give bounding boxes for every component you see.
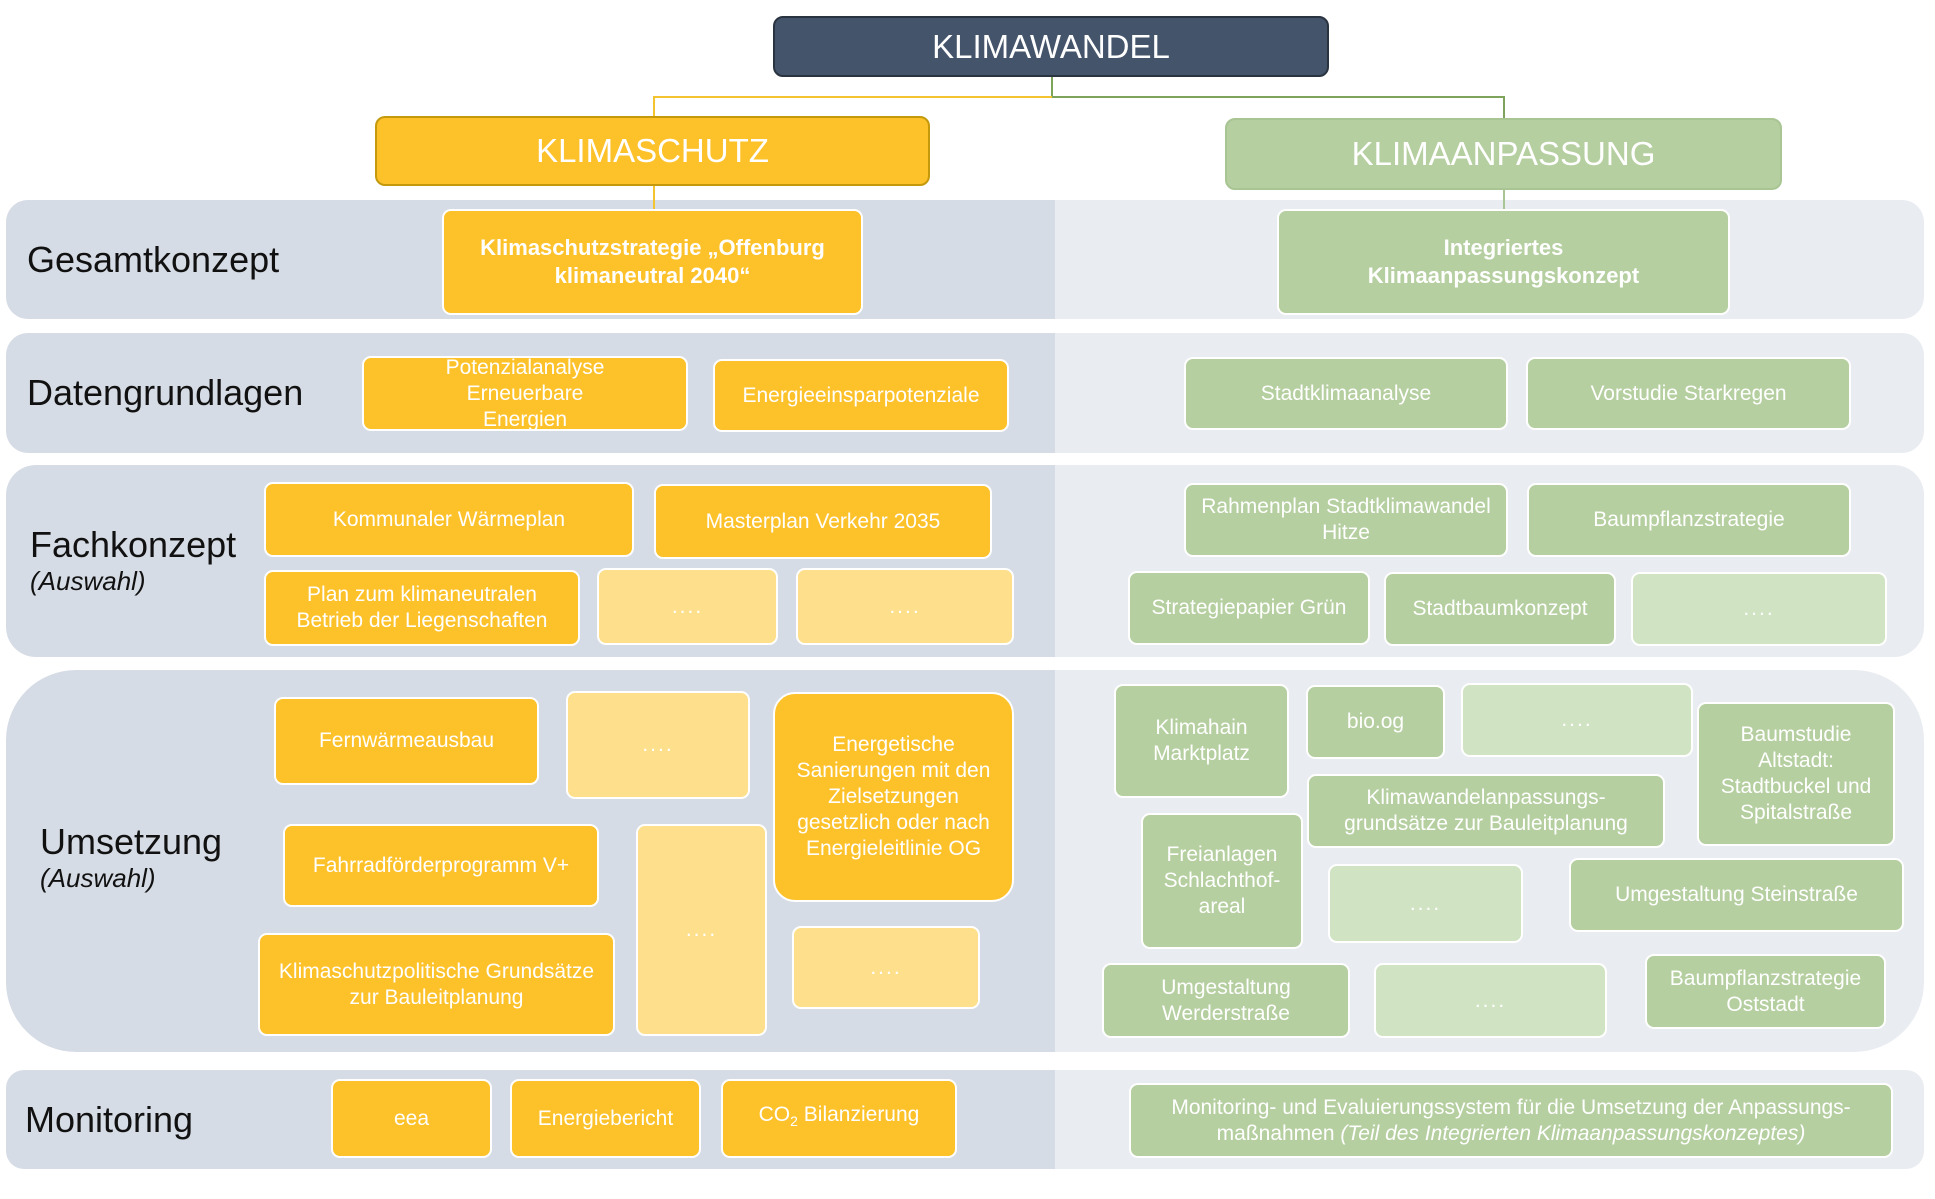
klimawandel-title: KLIMAWANDEL bbox=[932, 27, 1170, 65]
box-fernwaermeausbau: Fernwärmeausbau bbox=[274, 697, 539, 785]
box-freianlagen-schlachthofareal: Freianlagen Schlachthof-areal bbox=[1141, 813, 1303, 949]
row-label-gesamtkonzept: Gesamtkonzept bbox=[27, 239, 280, 280]
box-stadtklimaanalyse: Stadtklimaanalyse bbox=[1184, 357, 1508, 430]
box-placeholder: .... bbox=[597, 568, 778, 645]
box-placeholder: .... bbox=[636, 824, 767, 1036]
box-monitoring-evaluierungssystem: Monitoring- und Evaluierungssystem für d… bbox=[1129, 1083, 1893, 1158]
box-klimaschutzstrategie: Klimaschutzstrategie „Offenburg klimaneu… bbox=[442, 209, 863, 315]
box-rahmenplan-hitze: Rahmenplan Stadtklimawandel Hitze bbox=[1184, 483, 1508, 557]
monitoring-system-label: Monitoring- und Evaluierungssystem für d… bbox=[1171, 1095, 1851, 1145]
box-placeholder: .... bbox=[566, 691, 750, 799]
box-masterplan-verkehr: Masterplan Verkehr 2035 bbox=[654, 484, 992, 559]
row-label-monitoring: Monitoring bbox=[25, 1099, 194, 1140]
row-label-umsetzung: Umsetzung (Auswahl) bbox=[40, 821, 223, 894]
klimaanpassung-header: KLIMAANPASSUNG bbox=[1225, 118, 1782, 190]
box-energetische-sanierungen: Energetische Sanierungen mit den Zielset… bbox=[773, 692, 1014, 902]
box-umgestaltung-steinstrasse: Umgestaltung Steinstraße bbox=[1569, 858, 1904, 932]
connector-klimaschutz-to-strategie bbox=[653, 186, 655, 224]
box-kommunaler-waermeplan: Kommunaler Wärmeplan bbox=[264, 482, 634, 557]
box-plan-liegenschaften: Plan zum klimaneutralen Betrieb der Lieg… bbox=[264, 570, 580, 646]
box-eea: eea bbox=[331, 1079, 492, 1158]
box-placeholder: .... bbox=[796, 568, 1014, 645]
box-co2-bilanzierung: CO2 Bilanzierung bbox=[721, 1079, 957, 1158]
box-baumpflanzstrategie: Baumpflanzstrategie bbox=[1527, 483, 1851, 557]
box-klimaschutzpolitische-grundsaetze: Klimaschutzpolitische Grundsätze zur Bau… bbox=[258, 933, 615, 1036]
row-label-datengrundlagen: Datengrundlagen bbox=[27, 372, 304, 413]
box-stadtbaumkonzept: Stadtbaumkonzept bbox=[1384, 572, 1616, 646]
box-klimahain-marktplatz: Klimahain Marktplatz bbox=[1114, 684, 1289, 798]
connector-root-vertical bbox=[1051, 76, 1053, 98]
box-bio-og: bio.og bbox=[1306, 685, 1445, 759]
row-sublabel-fachkonzept: (Auswahl) bbox=[30, 566, 146, 596]
box-placeholder: .... bbox=[1631, 572, 1887, 646]
box-baumstudie-altstadt: Baumstudie Altstadt: Stadtbuckel und Spi… bbox=[1697, 702, 1895, 846]
klimaschutz-title: KLIMASCHUTZ bbox=[536, 132, 769, 169]
box-klimawandelanpassungsgrundsaetze: Klimawandelanpassungs-grundsätze zur Bau… bbox=[1307, 774, 1665, 848]
box-placeholder: .... bbox=[1328, 864, 1523, 943]
connector-klimaanpassung-horizontal bbox=[1052, 96, 1504, 98]
box-energieeinsparpotenziale: Energieeinsparpotenziale bbox=[713, 359, 1009, 432]
connector-klimaanpassung-to-konzept bbox=[1503, 190, 1505, 227]
box-umgestaltung-werderstrasse: Umgestaltung Werderstraße bbox=[1102, 963, 1350, 1038]
connector-klimaschutz-drop bbox=[653, 96, 655, 116]
klimaschutz-header: KLIMASCHUTZ bbox=[375, 116, 930, 186]
box-baumpflanzstrategie-oststadt: Baumpflanzstrategie Oststadt bbox=[1645, 954, 1886, 1029]
box-placeholder: .... bbox=[1374, 963, 1607, 1038]
co2-label: CO2 Bilanzierung bbox=[758, 1103, 920, 1130]
box-vorstudie-starkregen: Vorstudie Starkregen bbox=[1526, 357, 1851, 430]
connector-klimaschutz-horizontal bbox=[654, 96, 1052, 98]
row-sublabel-umsetzung: (Auswahl) bbox=[40, 863, 156, 893]
box-energiebericht: Energiebericht bbox=[510, 1079, 701, 1158]
connector-klimaanpassung-drop bbox=[1503, 96, 1505, 118]
box-integriertes-klimaanpassungskonzept: Integriertes Klimaanpassungskonzept bbox=[1277, 209, 1730, 315]
box-potenzialanalyse: Potenzialanalyse Erneuerbare Energien bbox=[362, 356, 688, 431]
klimawandel-header: KLIMAWANDEL bbox=[773, 16, 1329, 77]
row-label-fachkonzept: Fachkonzept (Auswahl) bbox=[30, 524, 237, 597]
box-placeholder: .... bbox=[1461, 683, 1693, 757]
box-fahrradfoerderprogramm: Fahrradförderprogramm V+ bbox=[283, 824, 599, 907]
box-placeholder: .... bbox=[792, 926, 980, 1009]
klimaanpassung-title: KLIMAANPASSUNG bbox=[1351, 135, 1656, 172]
box-strategiepapier-gruen: Strategiepapier Grün bbox=[1128, 571, 1370, 645]
